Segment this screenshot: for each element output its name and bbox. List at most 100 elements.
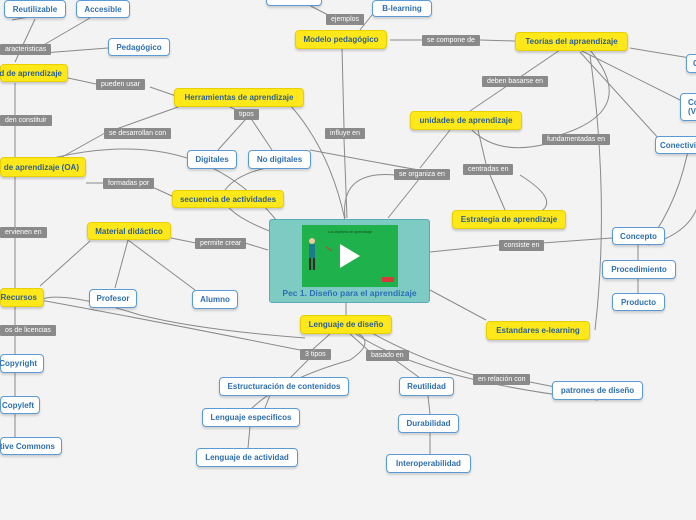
- node-lenguaje-diseno[interactable]: Lenguaje de diseño: [300, 315, 392, 334]
- link-line: [489, 174, 506, 211]
- node-accesible[interactable]: Accesible: [76, 0, 130, 18]
- node-alumno[interactable]: Alumno: [192, 290, 238, 309]
- label-caracteristicas: aracteristicas: [0, 44, 52, 55]
- node-blearning[interactable]: B-learning: [372, 0, 432, 17]
- node-producto[interactable]: Producto: [612, 293, 665, 311]
- node-right-co-line1: Co: [688, 98, 696, 107]
- link-line: [311, 333, 331, 351]
- node-copyright[interactable]: Copyright: [0, 354, 44, 373]
- video-thumbnail[interactable]: Los objetivos de aprendizaje: [302, 225, 398, 287]
- label-pueden-usar: pueden usar: [96, 79, 145, 90]
- node-right-c[interactable]: C: [686, 54, 696, 73]
- link-line: [247, 425, 251, 449]
- node-unidades[interactable]: unidades de aprendizaje: [410, 111, 522, 130]
- label-fundamentadas-en: fundamentadas en: [542, 134, 610, 145]
- node-secuencia-actividades[interactable]: secuencia de actividades: [172, 190, 284, 208]
- label-influye-en: influye en: [325, 128, 365, 139]
- link-line: [579, 51, 661, 141]
- link-line: [419, 129, 451, 169]
- link-line: [149, 86, 177, 97]
- node-no-digitales[interactable]: No digitales: [248, 150, 311, 169]
- link-line: [127, 239, 196, 291]
- link-line: [479, 39, 516, 42]
- node-pedagogico[interactable]: Pedagógico: [108, 38, 170, 56]
- node-durabilidad[interactable]: Durabilidad: [398, 414, 459, 433]
- node-digitales[interactable]: Digitales: [187, 150, 237, 169]
- link-line: [14, 18, 36, 63]
- link-line: [39, 296, 306, 339]
- link-line: [387, 177, 421, 219]
- node-interoperabilidad[interactable]: Interoperabilidad: [386, 454, 471, 473]
- link-line: [344, 174, 396, 219]
- node-recursos[interactable]: Recursos: [0, 288, 44, 307]
- label-tipos: tipos: [234, 109, 259, 120]
- link-line: [343, 138, 348, 219]
- link-line: [114, 239, 129, 289]
- node-herramientas[interactable]: Herramientas de aprendizaje: [174, 88, 304, 107]
- node-reutilizable[interactable]: Reutilizable: [4, 0, 66, 18]
- label-consiste-en: consiste en: [499, 240, 545, 251]
- node-copyleft[interactable]: Copyleft: [0, 396, 40, 414]
- link-line: [394, 359, 421, 379]
- node-material-didactico[interactable]: Material didáctico: [87, 222, 171, 240]
- node-teorias[interactable]: Teorías del apraendizaje: [515, 32, 628, 51]
- node-conectivismo[interactable]: Conectivi: [655, 136, 696, 154]
- link-line: [589, 54, 602, 331]
- video-scene: [309, 238, 394, 282]
- link-line: [251, 119, 273, 151]
- link-line: [289, 104, 346, 221]
- label-tipos-de-licencias: os de licencias: [0, 325, 56, 336]
- link-line: [341, 47, 345, 129]
- label-pueden-constituir: den constituir: [0, 115, 52, 126]
- presenter-head-icon: [309, 238, 315, 244]
- link-line: [217, 119, 246, 151]
- node-patrones-diseno[interactable]: patrones de diseño: [552, 381, 643, 400]
- label-se-organiza-en: se organiza en: [394, 169, 450, 180]
- link-line: [289, 359, 309, 379]
- label-3-tipos: 3 tipos: [300, 349, 331, 360]
- label-deben-basarse-en: deben basarse en: [482, 76, 549, 87]
- link-line: [429, 289, 487, 321]
- logo-icon: [382, 277, 394, 282]
- node-reutilidad[interactable]: Reutilidad: [399, 377, 454, 396]
- link-line: [579, 49, 691, 106]
- node-objetos-de-aprendizaje[interactable]: de aprendizaje (OA): [0, 157, 86, 177]
- video-caption: Los objetivos de aprendizaje: [327, 230, 373, 234]
- label-centradas-en: centradas en: [463, 164, 514, 175]
- link-line: [629, 47, 691, 59]
- node-estandares-elearning[interactable]: Estandares e-learning: [486, 321, 590, 340]
- label-basado-en: basado en: [366, 350, 409, 361]
- label-intervienen-en: ervienen en: [0, 227, 47, 238]
- node-estrategia[interactable]: Estrategia de aprendizaje: [452, 210, 566, 229]
- link-line: [349, 333, 369, 351]
- node-right-co[interactable]: Co (V: [680, 93, 696, 121]
- label-se-compone-de: se compone de: [422, 35, 480, 46]
- link-line: [170, 237, 197, 244]
- link-line: [477, 129, 487, 165]
- node-concepto[interactable]: Concepto: [612, 227, 665, 245]
- node-estructuracion[interactable]: Estructuración de contenidos: [219, 377, 349, 396]
- presenter-body-icon: [309, 244, 315, 258]
- link-line: [42, 47, 109, 54]
- node-creative-commons[interactable]: tive Commons: [0, 437, 62, 455]
- link-line: [369, 331, 479, 377]
- link-line: [244, 242, 269, 251]
- link-line: [541, 237, 613, 244]
- label-formadas-por: formadas por: [103, 178, 155, 189]
- play-icon: [340, 244, 360, 268]
- central-title: Pec 1. Diseño para el aprendizaje: [282, 288, 417, 298]
- node-profesor[interactable]: Profesor: [89, 289, 137, 308]
- node-procedimiento[interactable]: Procedimiento: [602, 260, 676, 279]
- link-line: [264, 394, 271, 409]
- node-lenguaje-especificos[interactable]: Lenguaje especificos: [202, 408, 300, 427]
- node-top-cutoff[interactable]: [266, 0, 322, 6]
- link-line: [559, 49, 610, 136]
- label-ejemplos: ejemplos: [326, 14, 365, 25]
- link-line: [39, 299, 301, 351]
- node-modelo-pedagogico[interactable]: Modelo pedagógico: [295, 30, 387, 49]
- central-topic[interactable]: Los objetivos de aprendizaje Pec 1. Dise…: [269, 219, 430, 303]
- node-unidad-de-aprendizaje[interactable]: d de aprendizaje: [0, 64, 68, 82]
- node-lenguaje-actividad[interactable]: Lenguaje de actividad: [196, 448, 298, 467]
